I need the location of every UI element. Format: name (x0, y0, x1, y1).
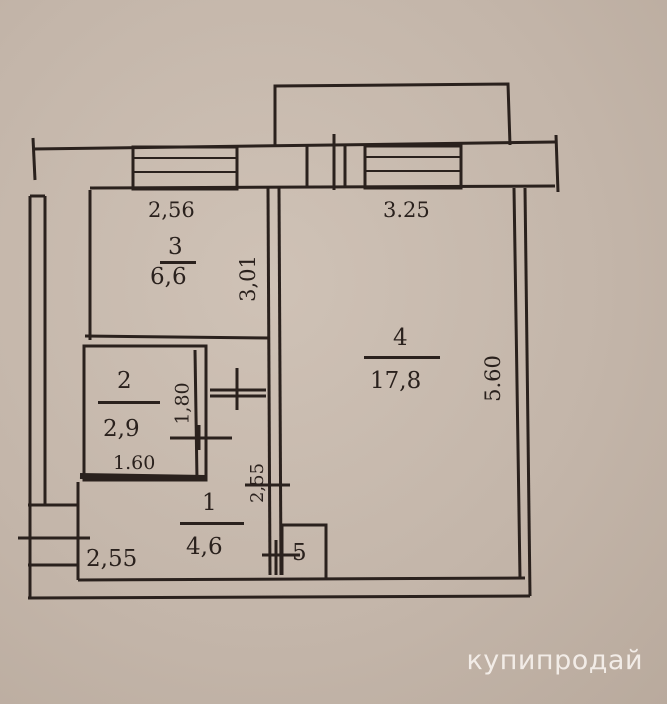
room-4-fraction-line (364, 356, 440, 359)
room-2-width: 1.60 (113, 452, 156, 474)
room-1-area: 4,6 (186, 534, 223, 560)
window-left (131, 145, 239, 191)
room-2-area: 2,9 (103, 416, 140, 442)
room-1-fraction-line (180, 522, 244, 525)
room-4-width: 3.25 (383, 198, 430, 222)
room-4-number: 4 (393, 325, 408, 351)
balcony-outline (273, 82, 512, 146)
room-1-width: 2,55 (86, 546, 138, 572)
room-3-fraction-line (160, 261, 196, 264)
window-right (363, 144, 463, 190)
room-3-number: 3 (168, 234, 183, 260)
room-4-length: 5.60 (480, 355, 505, 402)
room-5-outline (280, 523, 328, 578)
room-3-height: 3,01 (235, 255, 260, 302)
room-1-number: 1 (202, 490, 217, 516)
room-4-area: 17,8 (370, 368, 422, 394)
room-1-side-dimension: 2,55 (247, 462, 269, 504)
watermark: купипродай (466, 645, 643, 676)
room-2-fraction-line (98, 401, 160, 404)
room-5-number: 5 (292, 540, 307, 566)
room-2-height: 1,80 (171, 382, 194, 425)
room-2-number: 2 (117, 368, 132, 394)
room-3-area: 6,6 (150, 264, 187, 290)
room-3-width: 2,56 (148, 198, 195, 222)
